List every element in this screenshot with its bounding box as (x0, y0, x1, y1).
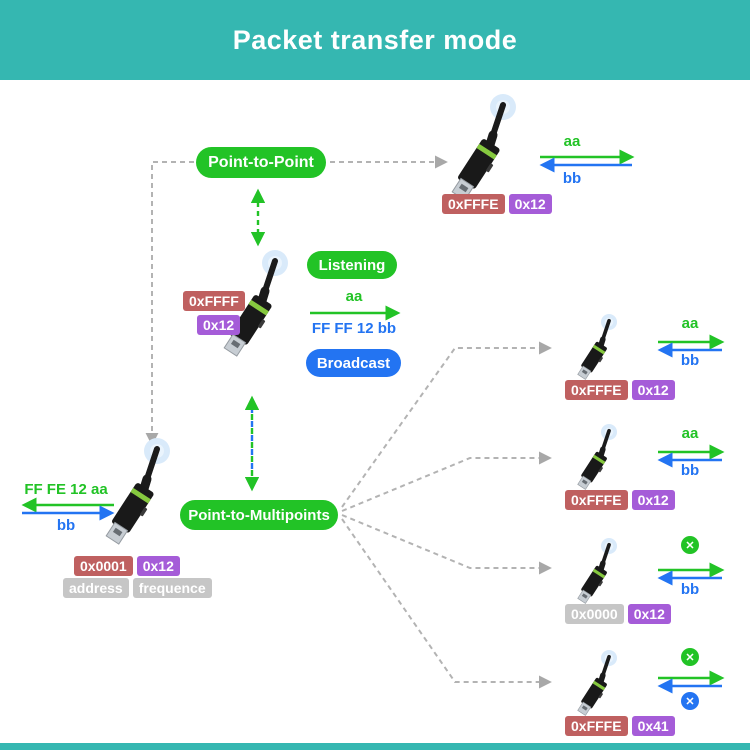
connector-p2m-to-node4 (341, 518, 552, 689)
tx-label-middle: aa (345, 288, 363, 305)
mode-broadcast: Broadcast (306, 349, 401, 377)
mode-point-to-multipoints: Point-to-Multipoints (180, 500, 338, 530)
usb-dongle-right-4 (570, 650, 632, 724)
address-badge: 0xFFFE (442, 194, 505, 214)
mode-listening: Listening (307, 251, 397, 279)
title-banner: Packet transfer mode (0, 0, 750, 80)
address-badge: 0xFFFE (565, 490, 628, 510)
bottom-accent-bar (0, 743, 750, 750)
tx-label-node2: aa (681, 425, 699, 442)
usb-dongle-right-3 (570, 538, 632, 612)
badge-row-node4: 0xFFFE 0x41 (565, 716, 675, 736)
page-title: Packet transfer mode (232, 24, 518, 55)
usb-dongle-right-1 (570, 314, 632, 388)
channel-badge: 0x12 (508, 194, 552, 214)
connector-p2m-to-node3 (341, 514, 552, 575)
badge-row-left: 0x0001 0x12 (74, 556, 180, 576)
usb-dongle-right-2 (570, 424, 632, 498)
channel-badge: 0x12 (631, 380, 675, 400)
frequence-caption: frequence (132, 578, 212, 598)
rx-blocked-icon: ✕ (681, 692, 699, 710)
tx-label-top-right: aa (563, 133, 581, 150)
channel-badge: 0x41 (631, 716, 675, 736)
tx-label-node1: aa (681, 315, 699, 332)
usb-dongle-left (94, 438, 194, 558)
connector-p2m-to-node2 (341, 451, 552, 512)
channel-badge-middle: 0x12 (197, 315, 241, 335)
channel-badge: 0x12 (627, 604, 671, 624)
address-badge-middle: 0xFFFF (183, 291, 245, 311)
address-badge: 0x0001 (74, 556, 133, 576)
badge-row-node3: 0x0000 0x12 (565, 604, 671, 624)
rx-label-left: bb (56, 517, 76, 534)
channel-badge: 0x12 (631, 490, 675, 510)
address-badge: 0xFFFE (565, 380, 628, 400)
address-caption: address (63, 578, 129, 598)
badge-row-node2: 0xFFFE 0x12 (565, 490, 675, 510)
rx-label-node1: bb (680, 352, 700, 369)
badge-row-node1: 0xFFFE 0x12 (565, 380, 675, 400)
channel-badge: 0x12 (136, 556, 180, 576)
broadcast-packet-label: FF FF 12 bb (311, 320, 397, 337)
caption-row-left: address frequence (63, 578, 212, 598)
tx-packet-label-left: FF FE 12 aa (24, 481, 108, 498)
rx-label-node2: bb (680, 462, 700, 479)
mode-point-to-point: Point-to-Point (196, 147, 326, 178)
rx-label-top-right: bb (562, 170, 582, 187)
tx-blocked-icon: ✕ (681, 648, 699, 666)
address-badge: 0x0000 (565, 604, 624, 624)
badge-row-top-right: 0xFFFE 0x12 (442, 194, 552, 214)
tx-blocked-icon: ✕ (681, 536, 699, 554)
address-badge: 0xFFFE (565, 716, 628, 736)
rx-label-node3: bb (680, 581, 700, 598)
